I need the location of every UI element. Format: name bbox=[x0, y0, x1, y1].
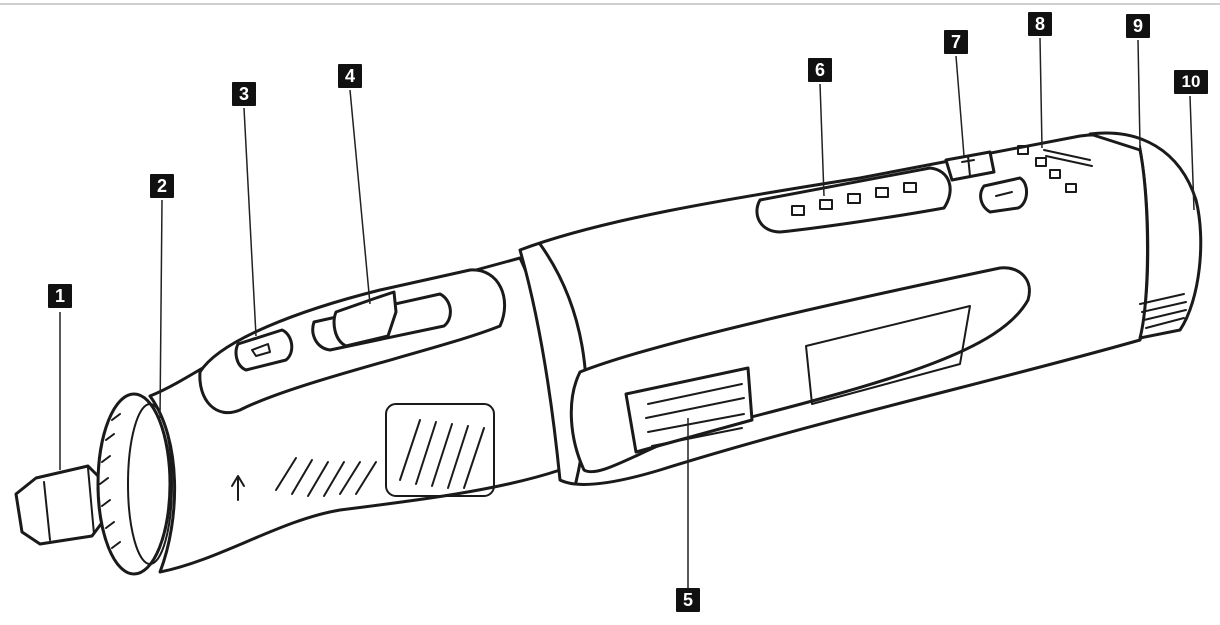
battery-gauge-grip bbox=[1043, 149, 1093, 167]
grip-vent-panel bbox=[385, 403, 495, 497]
speed-led-1 bbox=[791, 205, 805, 216]
speed-led-4 bbox=[875, 187, 889, 198]
speed-led-3 bbox=[847, 193, 861, 204]
rear-vent-slots bbox=[1139, 293, 1187, 329]
callout-10: 10 bbox=[1174, 70, 1208, 94]
callout-8: 8 bbox=[1028, 12, 1052, 36]
battery-led-4 bbox=[1065, 183, 1077, 193]
speed-led-2 bbox=[819, 199, 833, 210]
callout-2: 2 bbox=[150, 174, 174, 198]
switch-housing bbox=[198, 268, 506, 414]
label-window bbox=[805, 305, 971, 405]
callout-6: 6 bbox=[808, 58, 832, 82]
battery-led-1 bbox=[1017, 145, 1029, 155]
callout-4: 4 bbox=[338, 64, 362, 88]
battery-pack bbox=[1088, 131, 1203, 340]
collar-ring bbox=[96, 392, 173, 576]
leader-lines bbox=[59, 37, 1195, 588]
indicator-strip bbox=[755, 166, 952, 234]
callout-1: 1 bbox=[48, 284, 72, 308]
speed-led-5 bbox=[903, 182, 917, 193]
callout-5: 5 bbox=[676, 588, 700, 612]
slide-switch-knob bbox=[332, 290, 398, 348]
callout-7: 7 bbox=[944, 30, 968, 54]
direction-arrow-icon bbox=[231, 475, 245, 501]
main-body bbox=[518, 133, 1150, 486]
lock-button bbox=[234, 328, 294, 372]
battery-led-3 bbox=[1049, 169, 1061, 179]
callout-9: 9 bbox=[1126, 14, 1150, 38]
front-vent-slots bbox=[275, 457, 377, 497]
callout-3: 3 bbox=[232, 82, 256, 106]
battery-led-2 bbox=[1035, 157, 1047, 167]
